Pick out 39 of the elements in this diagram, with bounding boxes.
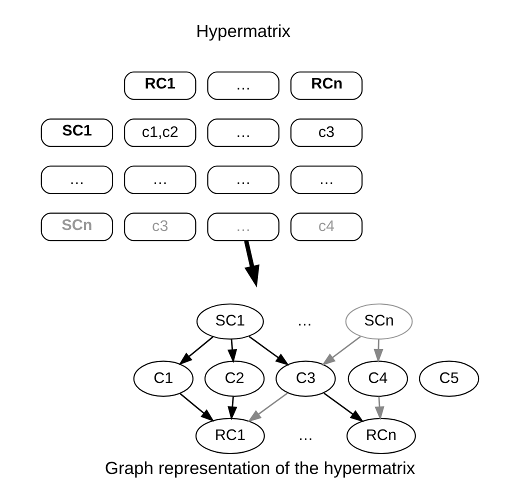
node-box: … (207, 212, 280, 242)
arrow (228, 396, 238, 420)
diagram-title: Hypermatrix (196, 20, 290, 41)
node-ellipse: C2 (204, 360, 265, 397)
arrow (227, 339, 238, 364)
node-ellipse: SCn (345, 303, 413, 340)
label: … (296, 312, 312, 330)
arrow (374, 339, 384, 363)
node-ellipse: C3 (276, 360, 336, 397)
node-ellipse: C5 (418, 360, 480, 397)
arrow (324, 392, 364, 422)
node-box: SC1 (40, 118, 114, 147)
node-ellipse: C1 (133, 360, 194, 397)
node-box: … (124, 166, 196, 194)
node-ellipse: C4 (348, 360, 408, 397)
node-box: c4 (290, 212, 363, 242)
arrow (248, 336, 290, 366)
label: … (298, 426, 314, 444)
arrow (248, 392, 288, 422)
arrow (322, 336, 361, 366)
node-box: c3 (290, 118, 363, 147)
node-box: SCn (40, 212, 114, 242)
node-box: RC1 (124, 71, 196, 100)
arrow (178, 336, 214, 366)
node-box: … (207, 166, 280, 194)
node-ellipse: RC1 (195, 418, 265, 454)
arrow (180, 393, 214, 422)
arrow (374, 396, 384, 420)
node-ellipse: SC1 (196, 303, 264, 340)
node-ellipse: RCn (346, 418, 416, 454)
node-box: … (290, 166, 363, 194)
node-box: RCn (290, 71, 363, 100)
node-box: … (207, 71, 280, 100)
node-box: … (207, 118, 280, 147)
node-box: c1,c2 (124, 118, 196, 147)
node-box: c3 (124, 212, 196, 242)
arrow (244, 240, 260, 288)
node-box: … (40, 166, 114, 194)
caption: Graph representation of the hypermatrix (104, 458, 416, 478)
